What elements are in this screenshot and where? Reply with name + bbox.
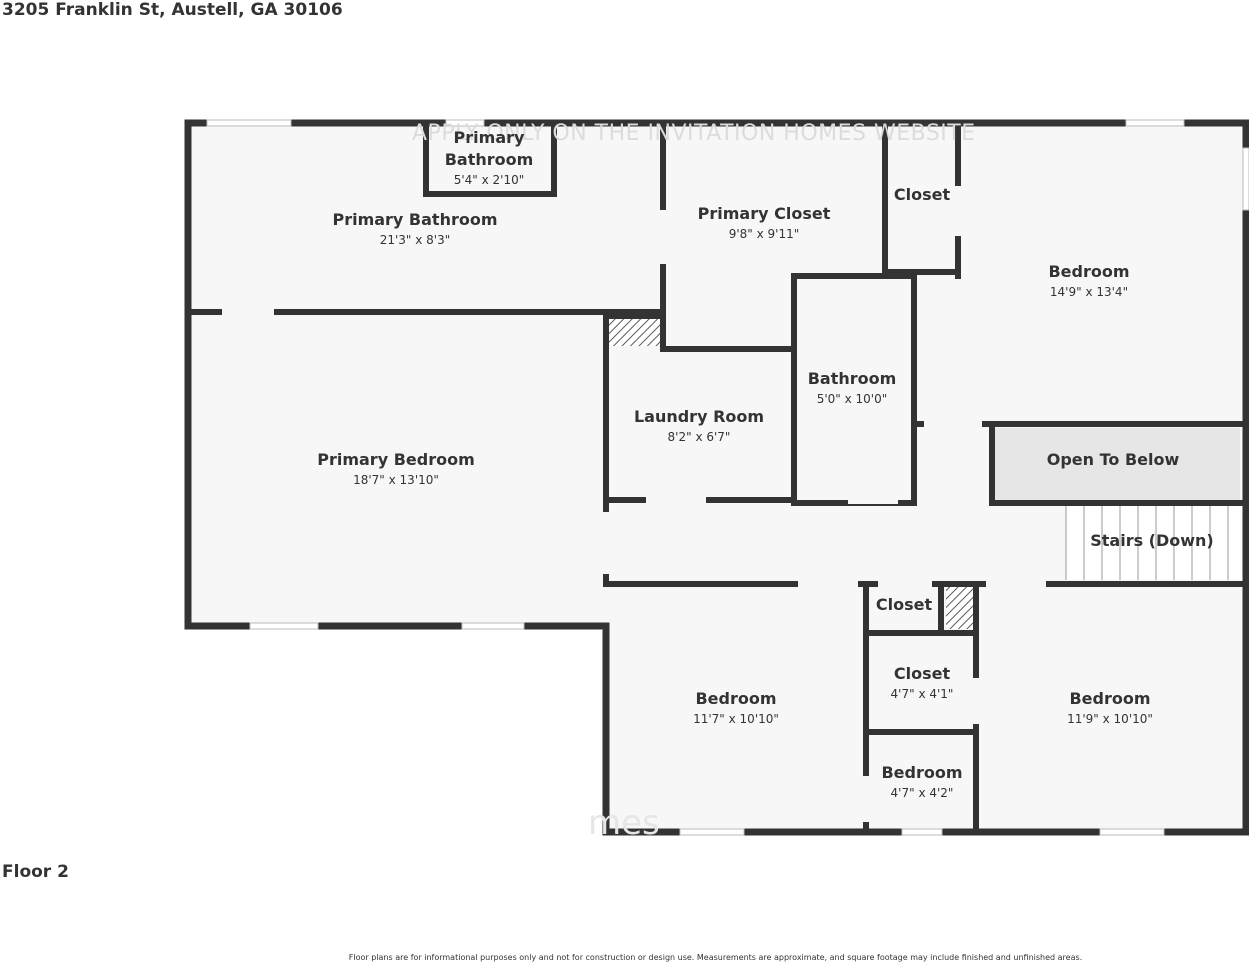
room-dimensions: 5'0" x 10'0": [817, 392, 888, 406]
room-dimensions: 4'7" x 4'2": [891, 786, 954, 800]
room-name: Bedroom: [695, 689, 776, 708]
windows: [206, 119, 1249, 836]
watermark-brand: mes: [588, 803, 660, 843]
room-name: Primary: [454, 128, 525, 147]
watermark-text: APPLY ONLY ON THE INVITATION HOMES WEBSI…: [412, 121, 976, 146]
room-name: Closet: [894, 664, 951, 683]
room-name: Bedroom: [1048, 262, 1129, 281]
room-name: Primary Bathroom: [332, 210, 497, 229]
room-name: Primary Closet: [698, 204, 831, 223]
room-dimensions: 9'8" x 9'11": [729, 227, 800, 241]
room-dimensions: 11'7" x 10'10": [693, 712, 779, 726]
duct-chase-upper: [609, 316, 661, 346]
open-to-below-area: [994, 428, 1240, 500]
stair-treads: [1065, 506, 1229, 580]
room-name: Primary Bedroom: [317, 450, 475, 469]
room-dimensions: 21'3" x 8'3": [380, 233, 451, 247]
duct-chase-lower: [946, 587, 974, 629]
property-address: 3205 Franklin St, Austell, GA 30106: [2, 0, 343, 20]
room-fills: [188, 123, 1246, 835]
room-name: Bathroom: [808, 369, 897, 388]
walls: [184, 119, 1249, 836]
room-dimensions: 8'2" x 6'7": [668, 430, 731, 444]
room-dimensions: 18'7" x 13'10": [353, 473, 439, 487]
room-name: Bedroom: [881, 763, 962, 782]
door-openings: [222, 186, 1046, 822]
disclaimer-container: Floor plans are for informational purpos…: [0, 945, 1249, 964]
room-name: Bedroom: [1069, 689, 1150, 708]
stair-area: [1066, 506, 1244, 580]
room-dimensions: 4'7" x 4'1": [891, 687, 954, 701]
room-name: Closet: [876, 595, 933, 614]
floor-label: Floor 2: [2, 862, 69, 882]
room-name: Stairs (Down): [1090, 531, 1214, 550]
room-name: Open To Below: [1047, 450, 1180, 469]
room-dimensions: 14'9" x 13'4": [1050, 285, 1128, 299]
disclaimer-text: Floor plans are for informational purpos…: [348, 953, 1083, 962]
room-dimensions: 11'9" x 10'10": [1067, 712, 1153, 726]
room-labels: Primary Bathroom 5'4" x 2'10" Primary Ba…: [317, 128, 1214, 800]
exterior-wall: [184, 119, 1249, 836]
room-name: Closet: [894, 185, 951, 204]
room-name: Bathroom: [445, 150, 534, 169]
room-name: Laundry Room: [634, 407, 764, 426]
room-dimensions: 5'4" x 2'10": [454, 173, 525, 187]
